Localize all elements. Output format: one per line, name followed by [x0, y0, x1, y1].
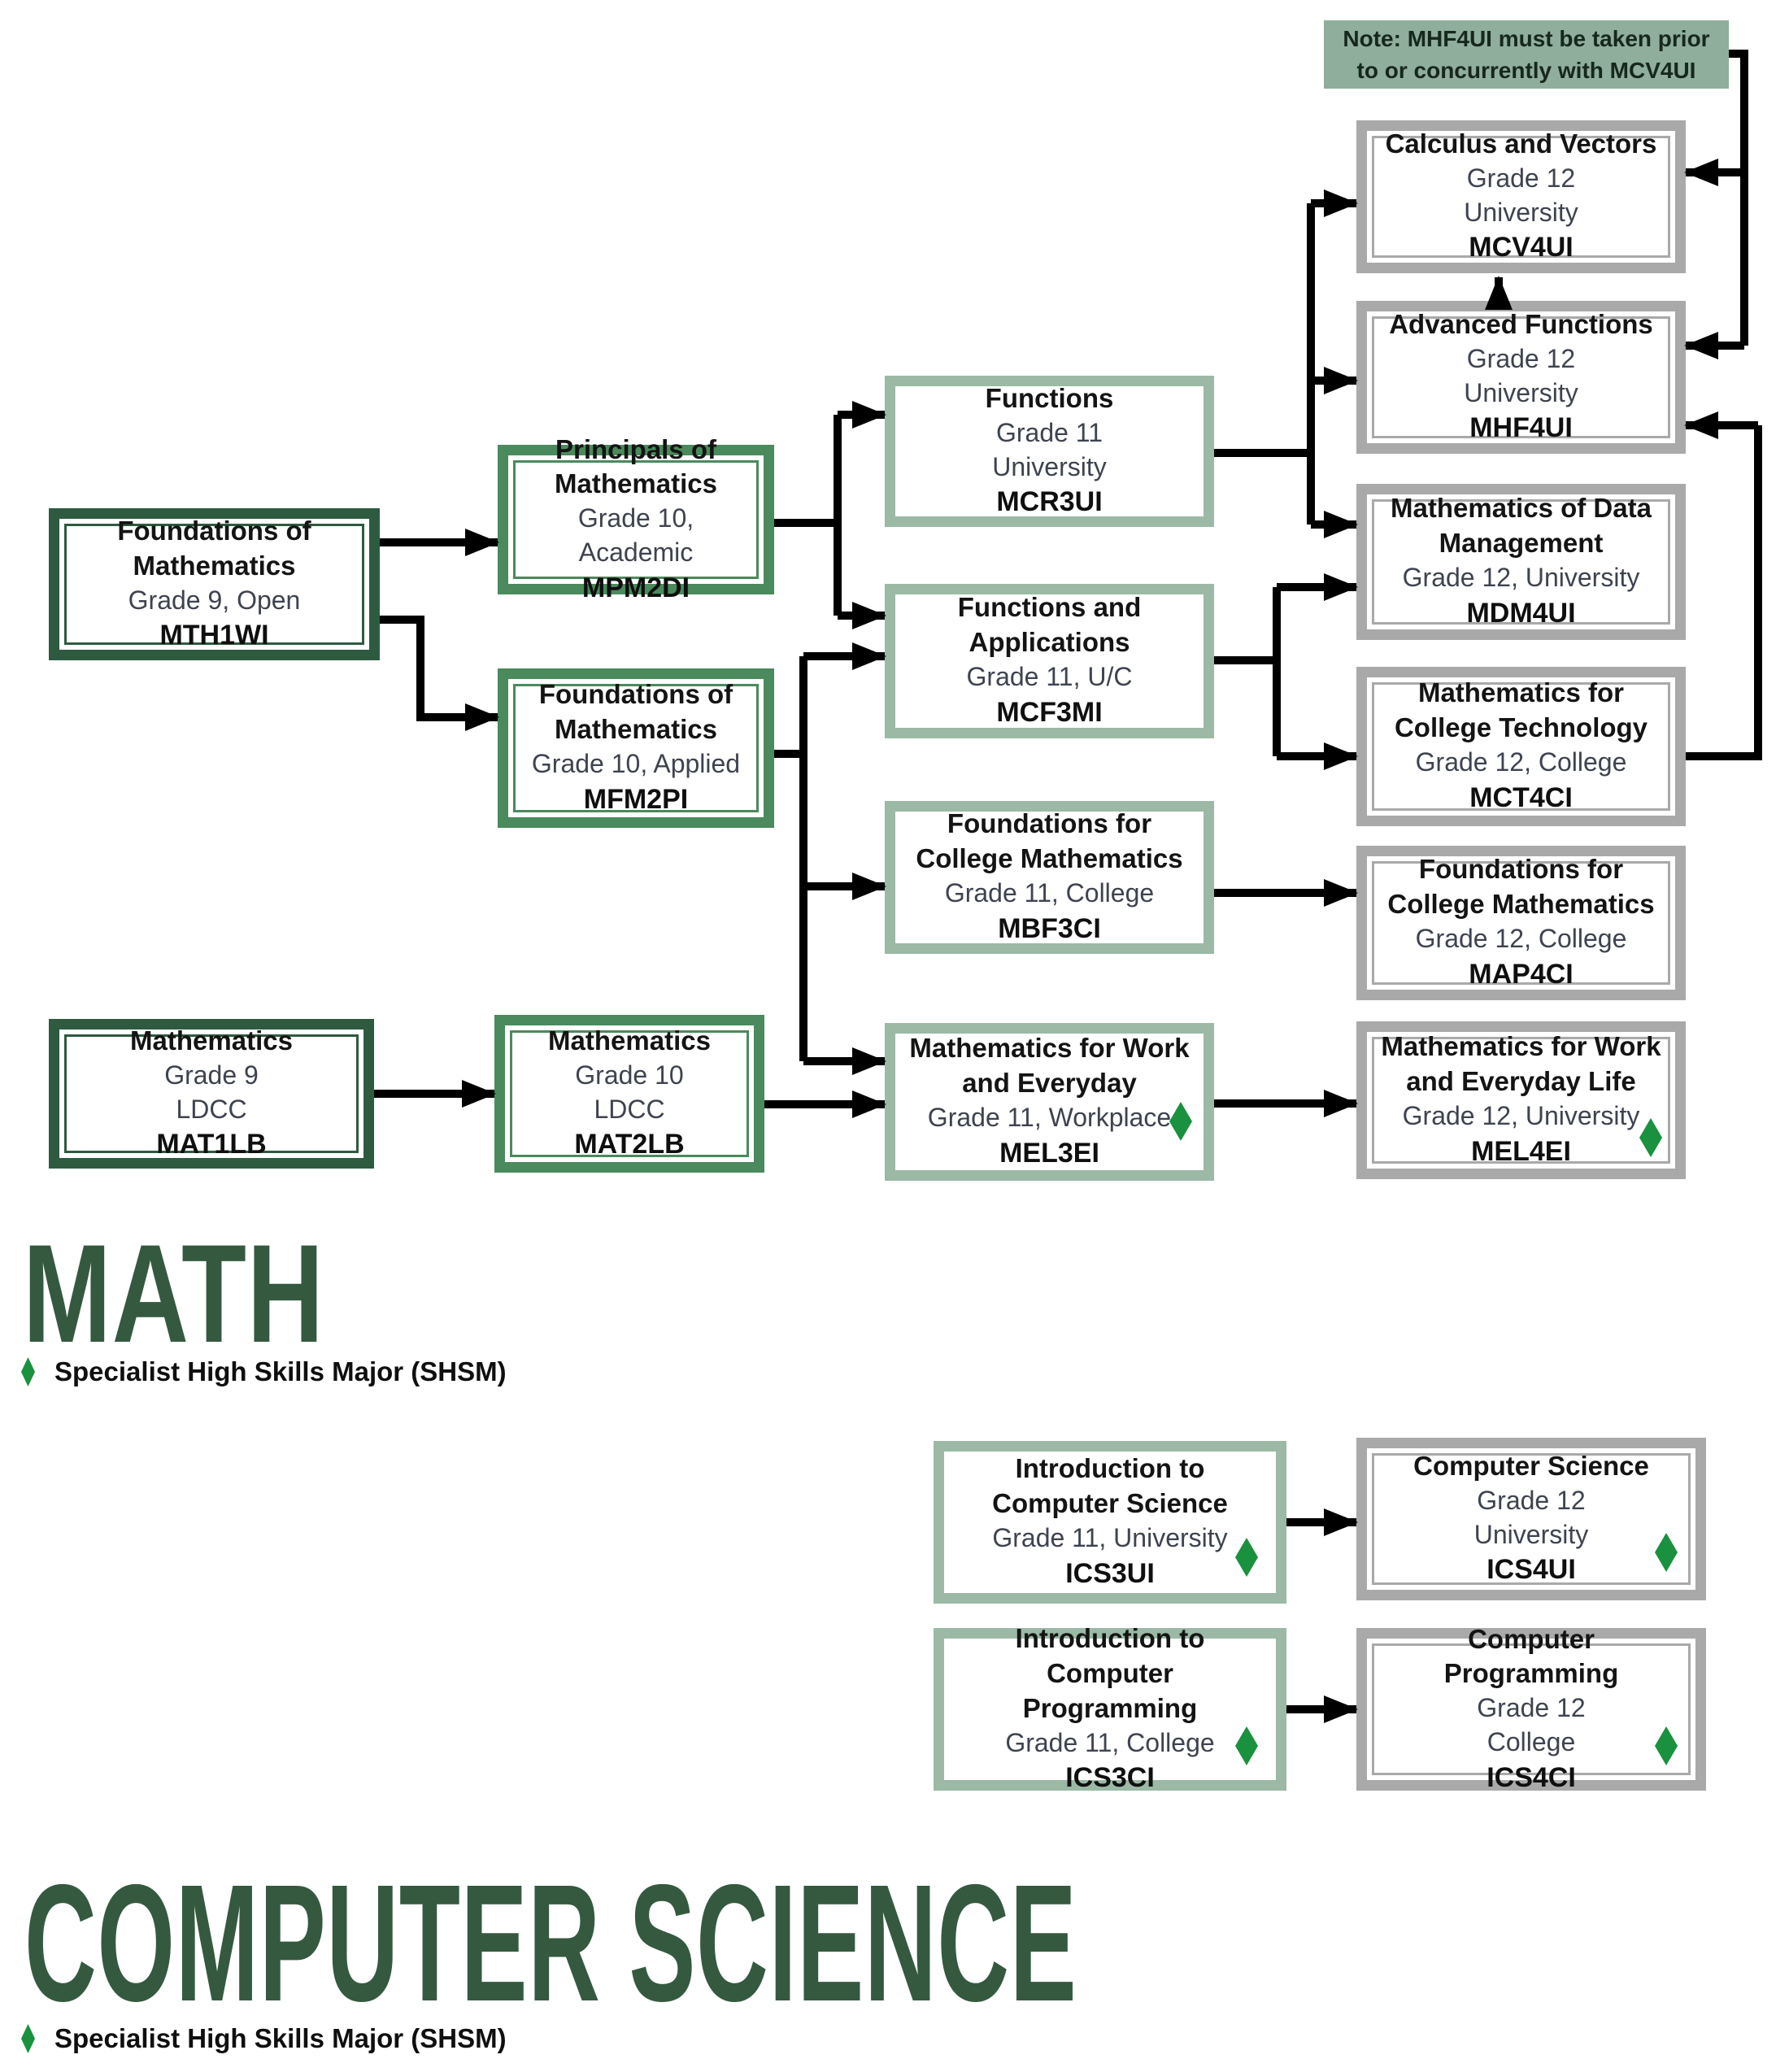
course-code: MCR3UI — [996, 486, 1103, 518]
shsm-legend-label: Specialist High Skills Major (SHSM) — [54, 2023, 507, 2053]
course-title: Principals of Mathematics — [555, 433, 717, 499]
course-title: Mathematics for Work and Everyday Life — [1381, 1031, 1661, 1097]
course-grade: Grade 10, Applied — [531, 749, 741, 779]
course-code: ICS3CI — [1065, 1762, 1155, 1794]
shsm-legend-label: Specialist High Skills Major (SHSM) — [54, 1356, 507, 1386]
course-box-ics4ui: Computer Science Grade 12 University ICS… — [1356, 1438, 1706, 1600]
course-grade: Grade 9 — [164, 1060, 259, 1090]
course-title: Computer Programming — [1443, 1623, 1619, 1689]
course-code: MCV4UI — [1469, 232, 1574, 263]
course-level: LDCC — [176, 1094, 247, 1124]
course-grade: Grade 11, U/C — [966, 662, 1133, 692]
course-box-ics3ui: Introduction to Computer Science Grade 1… — [934, 1441, 1286, 1604]
course-grade: Grade 12, College — [1415, 747, 1627, 777]
course-title: Foundations for College Mathematics — [916, 808, 1183, 874]
course-title: Mathematics for College Technology — [1394, 677, 1648, 743]
course-level: University — [1473, 1519, 1589, 1549]
course-box-mdm4ui: Mathematics of Data Management Grade 12,… — [1356, 484, 1686, 640]
shsm-legend: Specialist High Skills Major (SHSM) — [21, 2023, 507, 2054]
shsm-diamond-icon — [21, 2024, 35, 2053]
course-grade: Grade 11, College — [944, 878, 1155, 908]
course-code: MFM2PI — [583, 783, 689, 815]
course-grade: Grade 12 — [1477, 1485, 1586, 1515]
course-title: Functions — [985, 383, 1114, 414]
course-box-mcf3mi: Functions and Applications Grade 11, U/C… — [885, 584, 1214, 738]
course-title: Introduction to Computer Programming — [1015, 1622, 1205, 1723]
course-title: Introduction to Computer Science — [992, 1453, 1228, 1519]
course-title: Mathematics for Work and Everyday — [909, 1033, 1190, 1099]
course-code: ICS4CI — [1486, 1761, 1576, 1793]
course-grade: Grade 12 — [1477, 1693, 1586, 1723]
course-grade: Grade 11, University — [992, 1523, 1228, 1553]
section-title-computer-science: COMPUTER SCIENCE — [24, 1850, 1077, 2036]
course-box-mbf3ci: Foundations for College Mathematics Grad… — [885, 801, 1214, 954]
course-title: Mathematics — [130, 1025, 293, 1056]
course-grade: Grade 12, College — [1415, 924, 1627, 954]
course-code: ICS4UI — [1486, 1554, 1576, 1586]
course-code: MPM2DI — [581, 572, 690, 603]
course-box-mhf4ui: Advanced Functions Grade 12 University M… — [1356, 301, 1686, 454]
course-title: Functions and Applications — [957, 592, 1142, 658]
course-grade: Grade 12 — [1466, 163, 1576, 193]
course-level: LDCC — [594, 1094, 665, 1124]
course-code: MTH1WI — [159, 620, 269, 651]
course-level: College — [1486, 1726, 1576, 1756]
course-code: MCF3MI — [996, 696, 1103, 728]
course-box-mat1lb: Mathematics Grade 9 LDCC MAT1LB — [49, 1019, 374, 1169]
course-title: Mathematics — [548, 1025, 711, 1056]
course-box-mfm2pi: Foundations of Mathematics Grade 10, App… — [498, 668, 774, 828]
section-title-math: MATH — [23, 1216, 324, 1372]
course-grade: Grade 11, Workplace — [927, 1103, 1172, 1133]
course-box-mpm2di: Principals of Mathematics Grade 10, Acad… — [498, 434, 774, 603]
course-code: MHF4UI — [1469, 412, 1573, 444]
course-title: Foundations of Mathematics — [538, 679, 733, 745]
course-box-mel3ei: Mathematics for Work and Everyday Grade … — [885, 1023, 1214, 1181]
course-title: Calculus and Vectors — [1385, 128, 1657, 159]
shsm-diamond-icon — [21, 1357, 35, 1386]
course-box-mat2lb: Mathematics Grade 10 LDCC MAT2LB — [494, 1015, 764, 1173]
course-code: MAP4CI — [1469, 958, 1574, 990]
course-level: University — [992, 451, 1107, 481]
course-title: Computer Science — [1413, 1451, 1649, 1482]
course-title: Mathematics of Data Management — [1391, 493, 1652, 559]
course-grade: Grade 12, University — [1402, 563, 1640, 593]
course-code: MEL3EI — [999, 1137, 1099, 1169]
course-grade: Grade 12 — [1466, 343, 1576, 373]
course-grade: Grade 10, Academic — [577, 503, 694, 567]
course-box-mth1wi: Foundations of Mathematics Grade 9, Open… — [49, 508, 380, 660]
course-title: Foundations of Mathematics — [117, 515, 311, 581]
course-code: MCT4CI — [1469, 781, 1573, 813]
course-box-mcr3ui: Functions Grade 11 University MCR3UI — [885, 376, 1214, 527]
course-grade: Grade 12, University — [1402, 1101, 1640, 1131]
course-code: MDM4UI — [1466, 597, 1576, 629]
prerequisite-note: Note: MHF4UI must be taken prior to or c… — [1324, 20, 1729, 89]
course-code: MEL4EI — [1471, 1135, 1571, 1167]
course-code: MAT2LB — [574, 1129, 685, 1160]
course-level: University — [1464, 377, 1578, 407]
course-code: MBF3CI — [998, 912, 1101, 944]
course-code: ICS3UI — [1065, 1557, 1155, 1589]
course-grade: Grade 9, Open — [128, 585, 301, 615]
course-grade: Grade 11, College — [1005, 1727, 1215, 1757]
course-box-map4ci: Foundations for College Mathematics Grad… — [1356, 846, 1686, 1000]
course-title: Advanced Functions — [1389, 309, 1653, 340]
course-box-mcv4ui: Calculus and Vectors Grade 12 University… — [1356, 120, 1686, 273]
shsm-legend: Specialist High Skills Major (SHSM) — [21, 1356, 507, 1387]
course-title: Foundations for College Mathematics — [1387, 854, 1655, 920]
course-box-ics4ci: Computer Programming Grade 12 College IC… — [1356, 1624, 1706, 1793]
course-grade: Grade 11 — [995, 417, 1103, 447]
course-box-mel4ei: Mathematics for Work and Everyday Life G… — [1356, 1021, 1686, 1179]
course-code: MAT1LB — [156, 1129, 267, 1160]
course-level: University — [1464, 197, 1578, 227]
course-box-mct4ci: Mathematics for College Technology Grade… — [1356, 667, 1686, 826]
course-grade: Grade 10 — [575, 1060, 684, 1090]
course-box-ics3ci: Introduction to Computer Programming Gra… — [934, 1623, 1286, 1793]
